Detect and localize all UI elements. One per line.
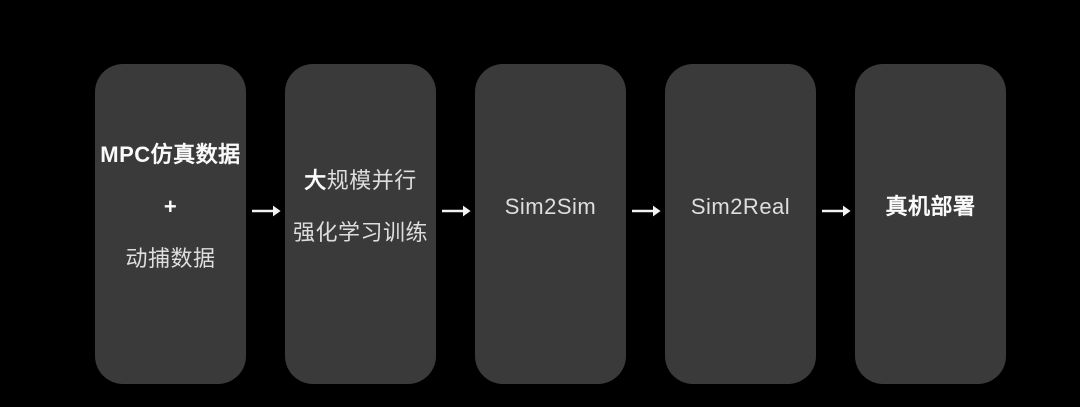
flow-node-parallel-rl-training: 大规模并行强化学习训练 bbox=[285, 64, 436, 384]
node-label-line: 动捕数据 bbox=[125, 248, 215, 270]
node-label-segment: + bbox=[163, 194, 178, 219]
arrow-right-icon bbox=[441, 205, 471, 217]
flow-connector bbox=[626, 64, 665, 384]
node-label-segment: 动捕数据 bbox=[125, 246, 216, 271]
node-label-line: Sim2Real bbox=[691, 196, 790, 218]
flow-connector bbox=[246, 64, 285, 384]
node-label-segment: Sim2Real bbox=[690, 194, 791, 219]
arrow-right-icon bbox=[821, 205, 851, 217]
flow-node-mpc-mocap-data: MPC仿真数据 + 动捕数据 bbox=[95, 64, 246, 384]
node-label-line: 大规模并行 bbox=[304, 170, 417, 192]
node-label-segment: 规模并行 bbox=[326, 168, 417, 193]
node-label-segment: 真机部署 bbox=[885, 194, 976, 219]
arrow-right-icon bbox=[631, 205, 661, 217]
flow-connector bbox=[436, 64, 475, 384]
flow-node-real-robot-deployment: 真机部署 bbox=[855, 64, 1006, 384]
flow-node-sim2sim: Sim2Sim bbox=[475, 64, 626, 384]
node-label-line: Sim2Sim bbox=[505, 196, 597, 218]
node-label-line: 强化学习训练 bbox=[293, 222, 428, 244]
node-label-line: 真机部署 bbox=[885, 196, 975, 218]
flow-connector bbox=[816, 64, 855, 384]
flow-node-sim2real: Sim2Real bbox=[665, 64, 816, 384]
node-label-segment: Sim2Sim bbox=[504, 194, 597, 219]
node-label-line: + bbox=[164, 196, 177, 218]
node-label-line: MPC仿真数据 bbox=[100, 144, 240, 166]
node-label-segment: 强化学习训练 bbox=[292, 220, 428, 245]
node-label-segment: MPC仿真数据 bbox=[100, 142, 241, 167]
arrow-right-icon bbox=[251, 205, 281, 217]
node-label-segment: 大 bbox=[304, 168, 327, 193]
